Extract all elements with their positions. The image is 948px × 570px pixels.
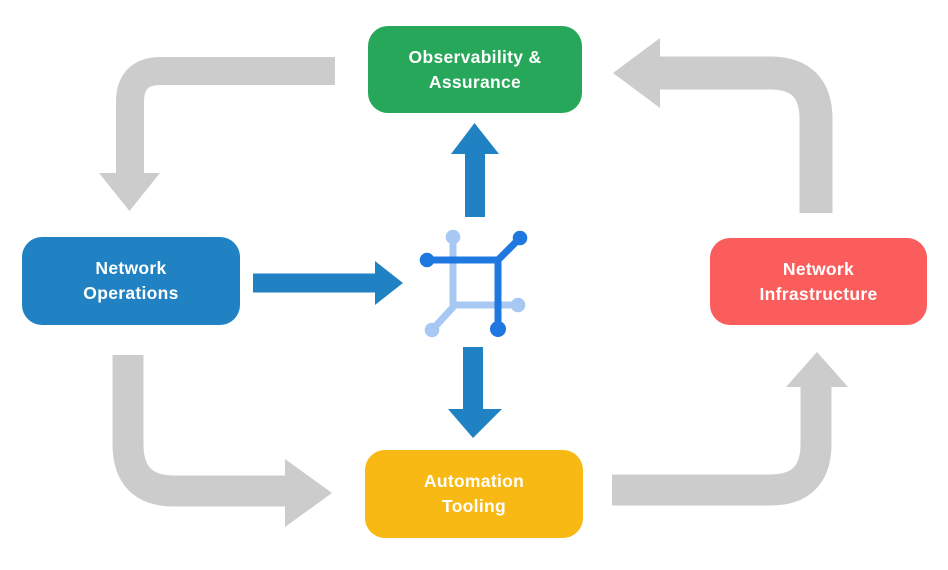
icon-node-left [419, 252, 435, 268]
icon-node-right [510, 297, 526, 313]
icon-node-top-right [512, 230, 528, 246]
icon-node-bottom-left [424, 322, 440, 338]
flow-arrow-network-operations-to-icon [253, 261, 403, 305]
node-label-network-operations: Network Operations [83, 258, 179, 303]
arrowhead-up-icon [786, 352, 848, 387]
arrowhead-right-icon [285, 459, 332, 527]
arrowhead-up-icon [451, 123, 499, 154]
arrowhead-down-icon [99, 173, 160, 211]
node-network-infrastructure: Network Infrastructure [710, 238, 927, 325]
cycle-arrow-elbow [112, 355, 286, 507]
icon-node-bottom [490, 321, 506, 337]
cycle-arrow-elbow [612, 387, 832, 506]
node-label-observability-assurance: Observability & Assurance [408, 46, 542, 92]
arrowhead-left-icon [613, 38, 660, 108]
node-label-automation-tooling: Automation Tooling [423, 471, 525, 516]
node-observability-assurance: Observability & Assurance [368, 26, 582, 113]
cycle-arrow-network-infrastructure-to-observability [613, 38, 833, 213]
arrowhead-right-icon [375, 261, 403, 305]
flow-arrow-icon-to-automation-tooling [448, 347, 502, 438]
icon-node-top [445, 229, 461, 245]
cycle-arrow-observability-to-network-operations [99, 57, 335, 211]
node-automation-tooling: Automation Tooling [365, 450, 583, 538]
cycle-arrow-elbow [659, 56, 833, 213]
cycle-arrow-automation-tooling-to-network-infrastructure [612, 352, 848, 506]
cycle-arrow-network-operations-to-automation-tooling [112, 355, 332, 527]
arrowhead-down-icon [448, 409, 502, 438]
node-network-operations: Network Operations [22, 237, 240, 325]
network-nodes-icon [419, 229, 528, 338]
icon-primary-lines [423, 234, 524, 332]
flow-arrow-icon-to-observability [451, 123, 499, 217]
cycle-arrow-elbow [116, 57, 335, 174]
node-label-network-infrastructure: Network Infrastructure [759, 258, 878, 304]
